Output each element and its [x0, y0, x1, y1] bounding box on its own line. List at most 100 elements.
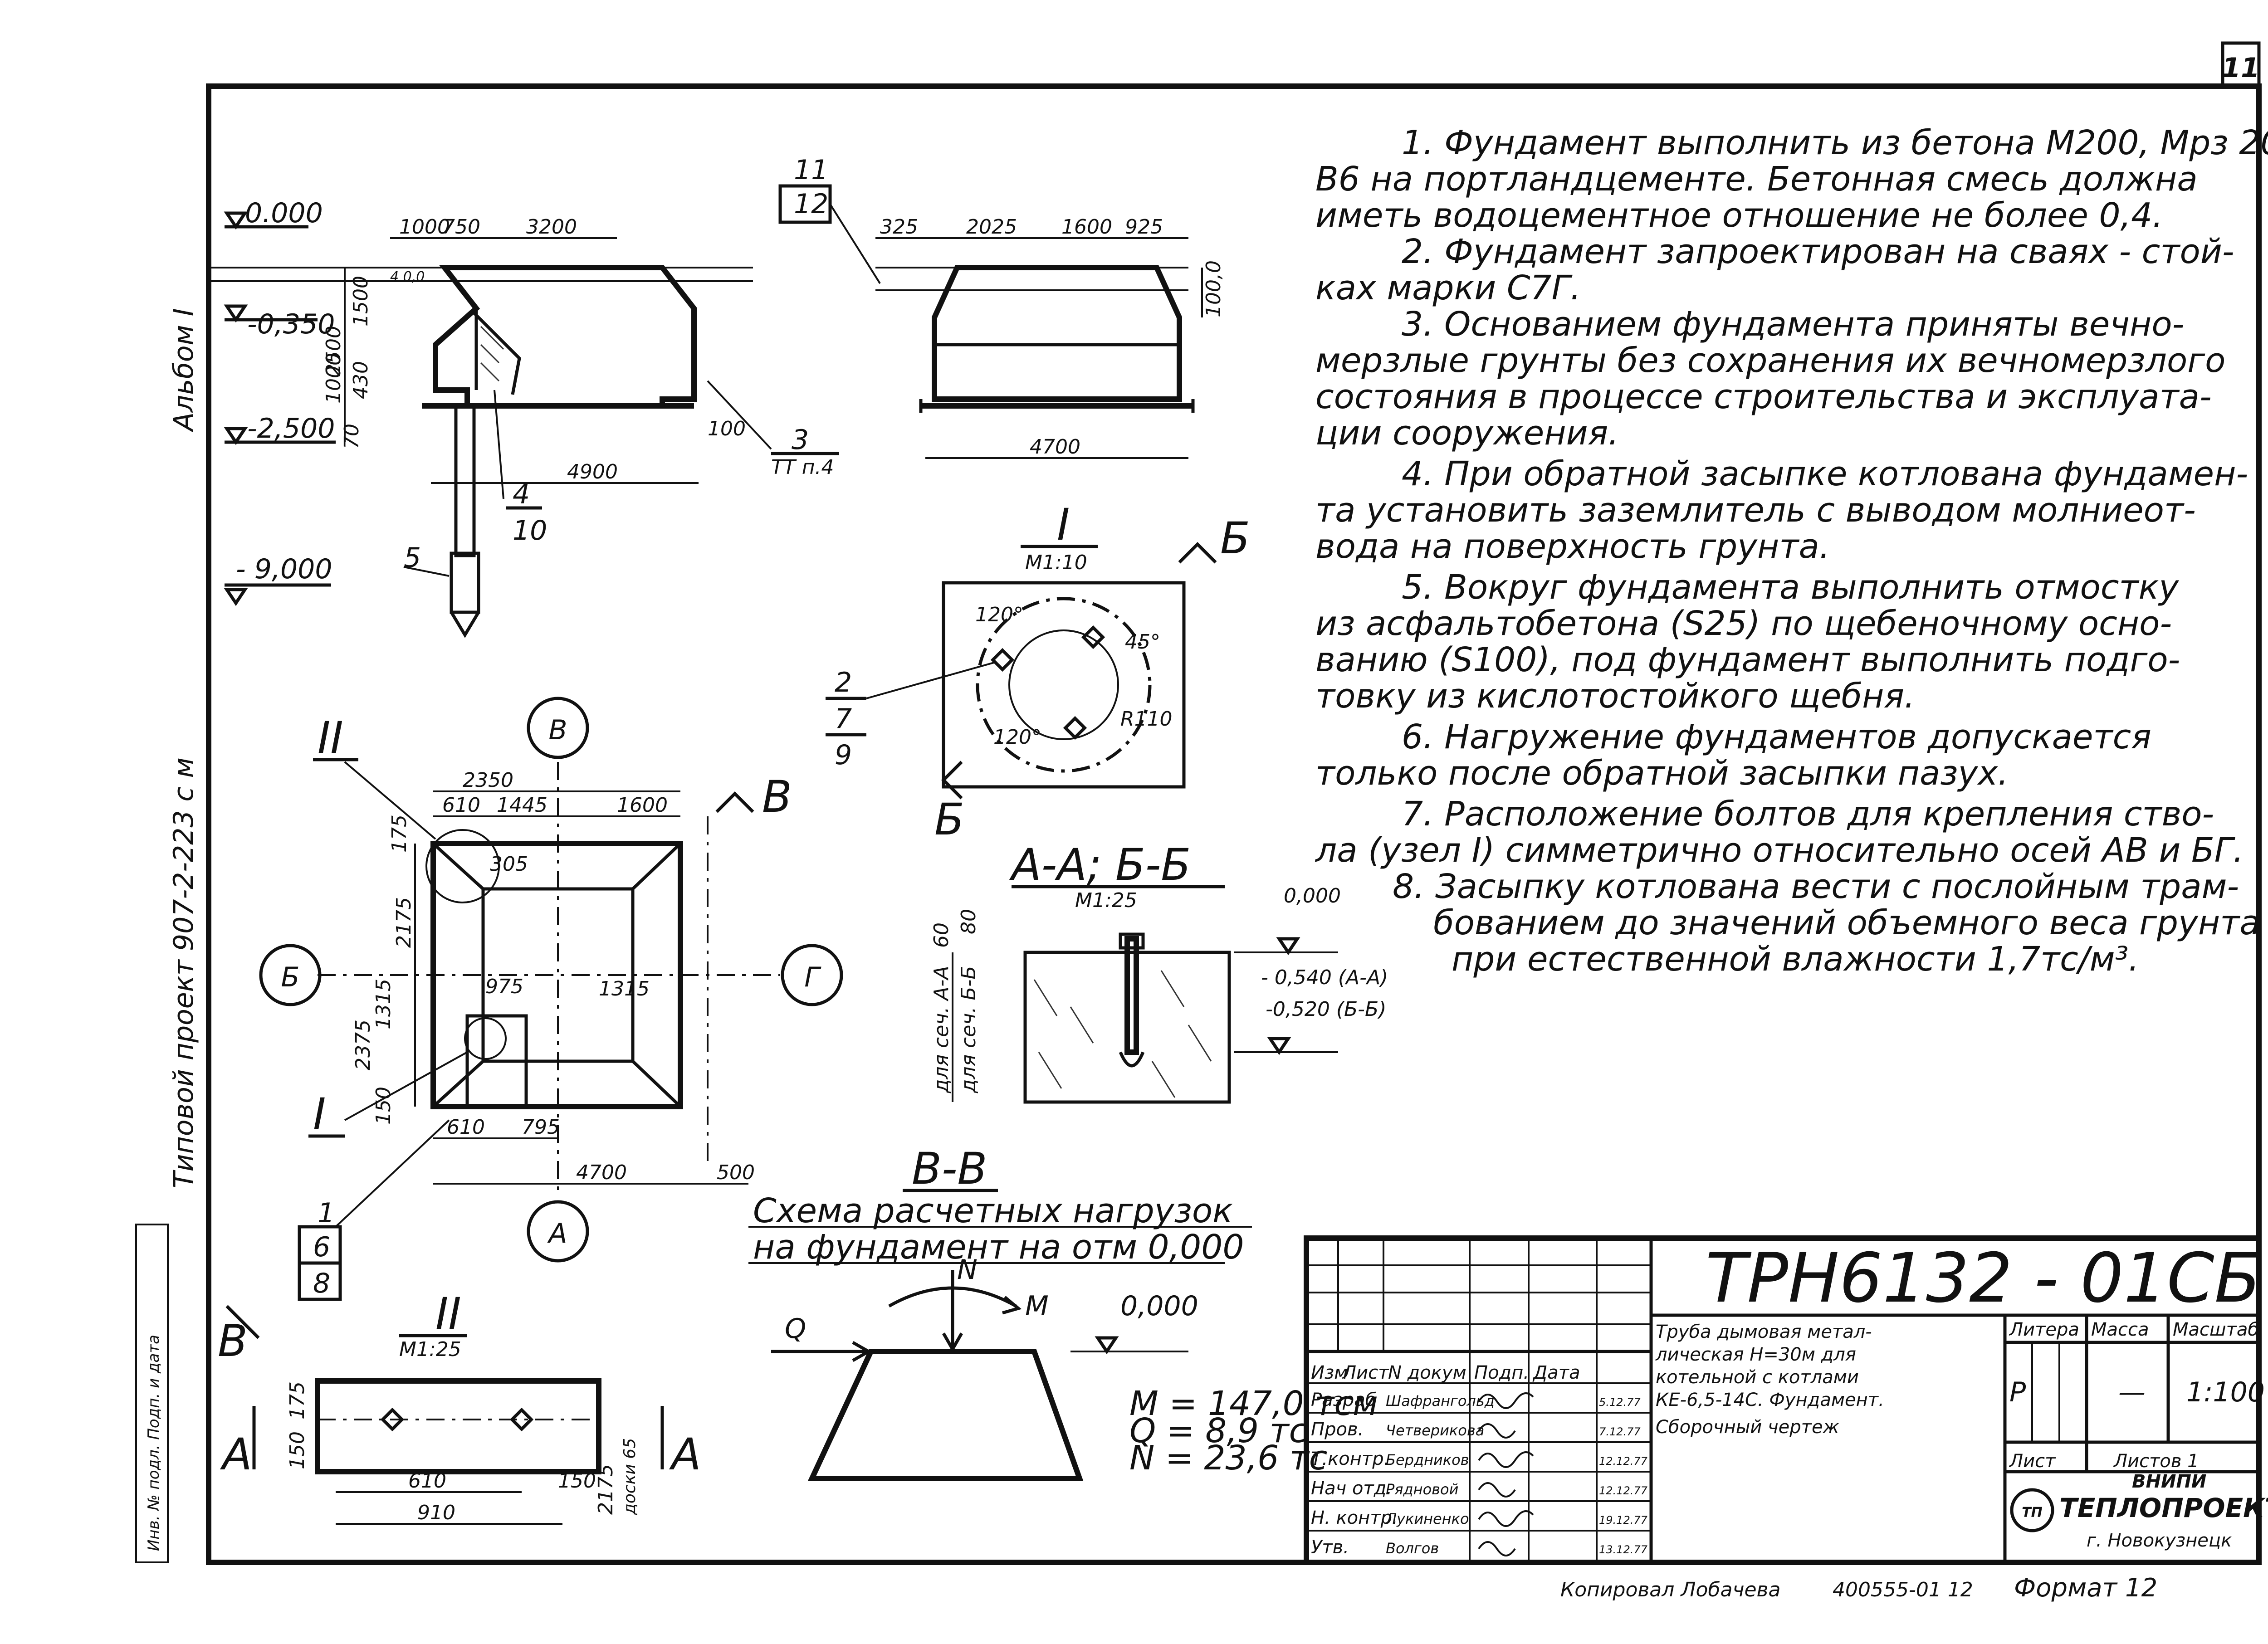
sec-hatch-2 — [1070, 1006, 1094, 1044]
detail-I-angle-0: 120° — [975, 603, 1023, 626]
note-line-3: 2. Фундамент запроектирован на сваях - с… — [1402, 232, 2234, 271]
tb-massa-head: Масса — [2091, 1319, 2149, 1340]
note-line-16: 6. Нагружение фундаментов допускается — [1402, 717, 2151, 756]
detail-I-bolt-2 — [1081, 625, 1105, 649]
sec-hatch-6 — [1151, 1061, 1176, 1098]
plan-outer — [430, 841, 683, 1109]
tb-desc-1: лическая Н=30м для — [1655, 1344, 1856, 1365]
note-line-5: 3. Основанием фундамента приняты вечно- — [1402, 305, 2184, 344]
tb-role-5: Утв. — [1311, 1537, 1349, 1558]
detail-II-bolt-2 — [509, 1407, 534, 1432]
hatch-1 — [480, 326, 504, 350]
side-foundation-outline — [932, 265, 1182, 402]
top-dim-2: 3200 — [526, 215, 577, 239]
detail-II-dim-1: 150 — [286, 1431, 309, 1469]
tb-name-5: Волгов — [1386, 1540, 1439, 1557]
pile-point — [450, 611, 480, 638]
tb-name-4: Лукиненко — [1385, 1510, 1469, 1527]
tb-head-data: Дата — [1532, 1362, 1580, 1383]
level-3: - 9,000 — [236, 553, 332, 585]
detail-I-section-arrow-b — [941, 761, 963, 800]
callout-5-leader — [403, 566, 450, 577]
side-dim-4: 70 — [340, 424, 363, 449]
tb-signature-1 — [1478, 1423, 1516, 1439]
detail-I-leader — [866, 661, 996, 699]
section-AA-level-tri-2 — [1267, 1037, 1291, 1055]
plan-dim-3: 1600 — [617, 794, 668, 817]
side-dim-3: 925 — [1125, 215, 1163, 239]
plan-node-II-circle — [425, 829, 500, 903]
axis-label-B: В — [548, 714, 567, 746]
detail-II: II М1:25 В 175 150 610 910 150 2175 доск… — [218, 1288, 701, 1525]
axis-bubble-A — [527, 1200, 589, 1263]
detail-I-scale: М1:10 — [1025, 551, 1087, 574]
note-line-11: вода на поверхность грунта. — [1315, 527, 1830, 566]
notes-block: 1. Фундамент выполнить из бетона М200, М… — [1315, 123, 2268, 979]
tb-head-izm: Изм — [1311, 1362, 1348, 1383]
section-BB-N: N — [957, 1254, 978, 1286]
callout-7: 7 — [835, 703, 852, 735]
detail-II-scale: М1:25 — [399, 1338, 461, 1361]
sheet-number-box — [2221, 41, 2261, 88]
tb-role-1: Пров. — [1311, 1419, 1364, 1440]
note-line-4: ках марки С7Г. — [1315, 268, 1581, 307]
side-dim-0: 325 — [880, 215, 918, 239]
callout-12: 12 — [794, 188, 828, 220]
note-line-19: ла (узел I) симметрично относительно осе… — [1315, 831, 2244, 870]
callout-6: 6 — [313, 1231, 330, 1263]
section-BB-M-arc — [888, 1286, 1017, 1308]
album-label: Альбом I — [168, 308, 200, 433]
detail-I-radius: R110 — [1120, 707, 1173, 731]
section-BB-M-head — [1002, 1296, 1022, 1315]
tb-signature-0 — [1478, 1392, 1534, 1409]
plan-pile-pad — [465, 1014, 528, 1108]
section-BB-load-N: N = 23,6 тс — [1129, 1439, 1327, 1478]
plan-dim-8: 1315 — [372, 979, 395, 1029]
section-AA-bolt — [1124, 936, 1139, 1055]
detail-I-bolt-1 — [990, 648, 1015, 672]
callout-9: 9 — [835, 739, 852, 771]
detail-I-bolt-3 — [1063, 716, 1087, 740]
side-dim-1: 2025 — [966, 215, 1017, 239]
sec-hatch-4 — [1160, 970, 1185, 1007]
section-AA-dim-1: 80 — [957, 909, 980, 934]
level-1: -0,350 — [247, 308, 335, 340]
section-AA-vlabel-0: для сеч. А-А — [930, 966, 953, 1093]
side-stamp-box — [135, 1224, 169, 1563]
detail-II-dim-4: 150 — [558, 1469, 596, 1493]
tb-signature-5 — [1478, 1541, 1516, 1556]
pile — [454, 404, 476, 557]
plan-node-II-leader — [344, 761, 436, 840]
sheet-number: 11 — [2222, 52, 2260, 84]
section-BB-foundation — [807, 1349, 1084, 1481]
axis-bubble-Bv — [259, 944, 322, 1006]
section-AA-level-1: - 0,540 (А-А) — [1261, 966, 1388, 989]
tb-code: ТРН6132 - 01СБ — [1706, 1239, 2261, 1318]
note-line-9: 4. При обратной засыпке котлована фундам… — [1402, 454, 2248, 493]
detail-II-bolt-1 — [380, 1407, 405, 1432]
plan-dim-5: 305 — [490, 853, 528, 876]
detail-I: I М1:10 Б 120° 45° 120° R110 Б 2 7 9 — [826, 499, 1250, 845]
axis-bubble-G — [781, 944, 843, 1006]
side-height-dim: 100,0 — [1202, 260, 1225, 317]
detail-II-title: II — [435, 1288, 461, 1339]
callout-4: 4 — [513, 478, 530, 510]
plan-dim-15: 500 — [717, 1161, 755, 1184]
plan-dim-14: 4700 — [576, 1161, 627, 1184]
tb-desc-2: котельной с котлами — [1656, 1367, 1859, 1388]
pile-tip — [450, 551, 480, 614]
plan-corner-1 — [432, 842, 484, 890]
tb-head-ndok: N докум — [1388, 1362, 1466, 1383]
note-line-10: та установить заземлитель с выводом молн… — [1315, 491, 2196, 530]
plan-view: В А Б Г II I В 2350 610 1445 1600 175 — [259, 697, 843, 1301]
detail-I-inner-circle — [1008, 629, 1119, 740]
tb-date-1: 7.12.77 — [1599, 1425, 1641, 1438]
plan-dim-10: 2375 — [352, 1020, 375, 1070]
callout-2: 2 — [835, 667, 852, 698]
detail-II-arrow — [225, 1305, 260, 1339]
plan-dim-13: 795 — [522, 1116, 560, 1139]
note-line-0: 1. Фундамент выполнить из бетона М200, М… — [1402, 123, 2268, 162]
tb-signature-3 — [1478, 1482, 1516, 1498]
detail-II-plate — [315, 1378, 601, 1474]
